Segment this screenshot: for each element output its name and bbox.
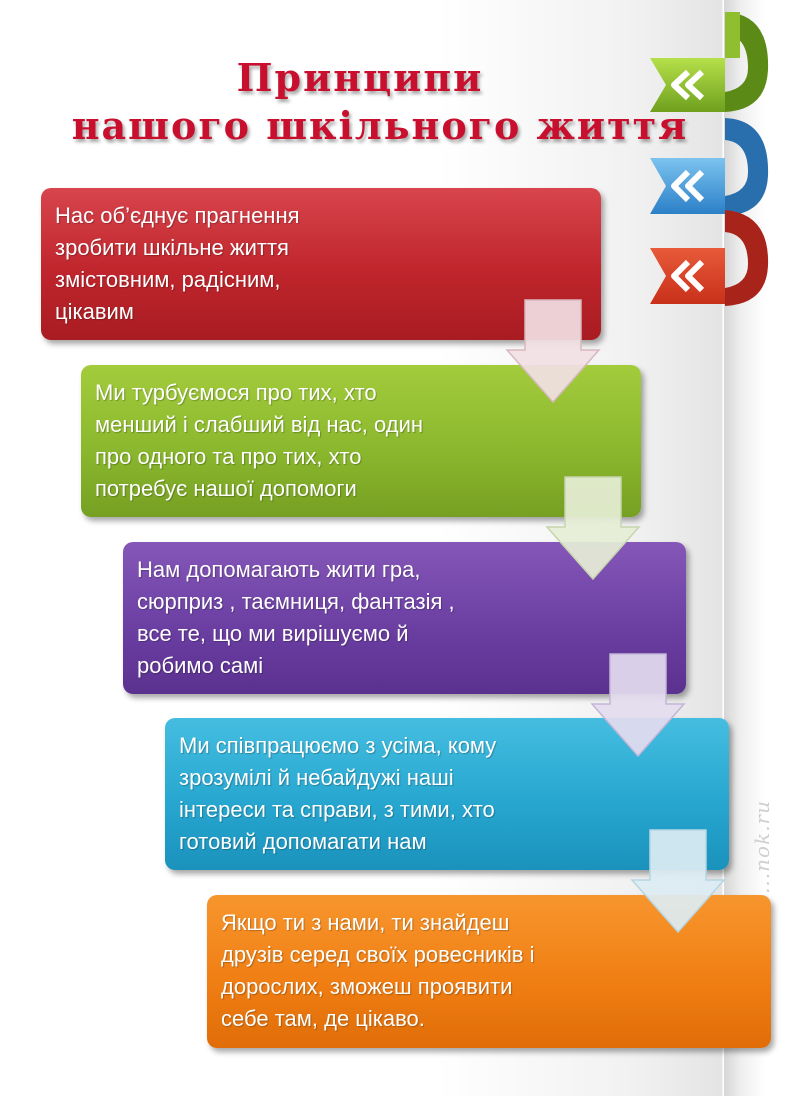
step-text-line: Якщо ти з нами, ти знайдеш bbox=[221, 910, 510, 935]
step-text-line: інтереси та справи, з тими, хто bbox=[179, 797, 495, 822]
watermark-text: ...nok.ru bbox=[750, 800, 774, 894]
down-arrow-icon bbox=[590, 653, 686, 758]
step-text-line: змістовним, радісним, bbox=[55, 267, 281, 292]
principle-step-2: Ми турбуємося про тих, хто менший і слаб… bbox=[81, 365, 641, 517]
chevron-left-icon bbox=[671, 169, 705, 203]
step-text-line: Нам допомагають жити гра, bbox=[137, 557, 421, 582]
chevron-left-icon bbox=[671, 259, 705, 293]
step-text-line: менший і слабший від нас, один bbox=[95, 412, 424, 437]
step-text-line: сюрприз , таємниця, фантазія , bbox=[137, 589, 455, 614]
step-text-line: Ми співпрацюємо з усіма, кому bbox=[179, 733, 497, 758]
down-arrow-icon bbox=[505, 299, 601, 404]
principle-step-1: Нас об’єднує прагнення зробити шкільне ж… bbox=[41, 188, 601, 340]
principle-step-3: Нам допомагають жити гра, сюрприз , таєм… bbox=[123, 542, 686, 694]
step-text-line: Ми турбуємося про тих, хто bbox=[95, 380, 377, 405]
step-text-line: готовий допомагати нам bbox=[179, 829, 427, 854]
down-arrow-icon bbox=[545, 476, 641, 581]
step-text-line: потребує нашої допомоги bbox=[95, 476, 357, 501]
page-title-line1: Принципи bbox=[236, 55, 484, 100]
step-text-line: себе там, де цікаво. bbox=[221, 1006, 425, 1031]
step-text-line: цікавим bbox=[55, 299, 134, 324]
step-text-line: друзів серед своїх ровесників і bbox=[221, 942, 535, 967]
step-text-line: Нас об’єднує прагнення bbox=[55, 203, 300, 228]
page-title-line2: нашого шкільного життя bbox=[71, 103, 689, 148]
down-arrow-icon bbox=[630, 829, 726, 934]
step-text-line: все те, що ми вирішуємо й bbox=[137, 621, 409, 646]
chevron-left-icon bbox=[671, 69, 705, 101]
step-text-line: про одного та про тих, хто bbox=[95, 444, 362, 469]
step-text-line: дорослих, зможеш проявити bbox=[221, 974, 513, 999]
principle-step-5: Якщо ти з нами, ти знайдеш друзів серед … bbox=[207, 895, 771, 1048]
step-text-line: зрозумілі й небайдужі наші bbox=[179, 765, 454, 790]
ribbon-decoration bbox=[650, 12, 769, 306]
step-text-line: зробити шкільне життя bbox=[55, 235, 289, 260]
step-text-line: робимо самі bbox=[137, 653, 264, 678]
